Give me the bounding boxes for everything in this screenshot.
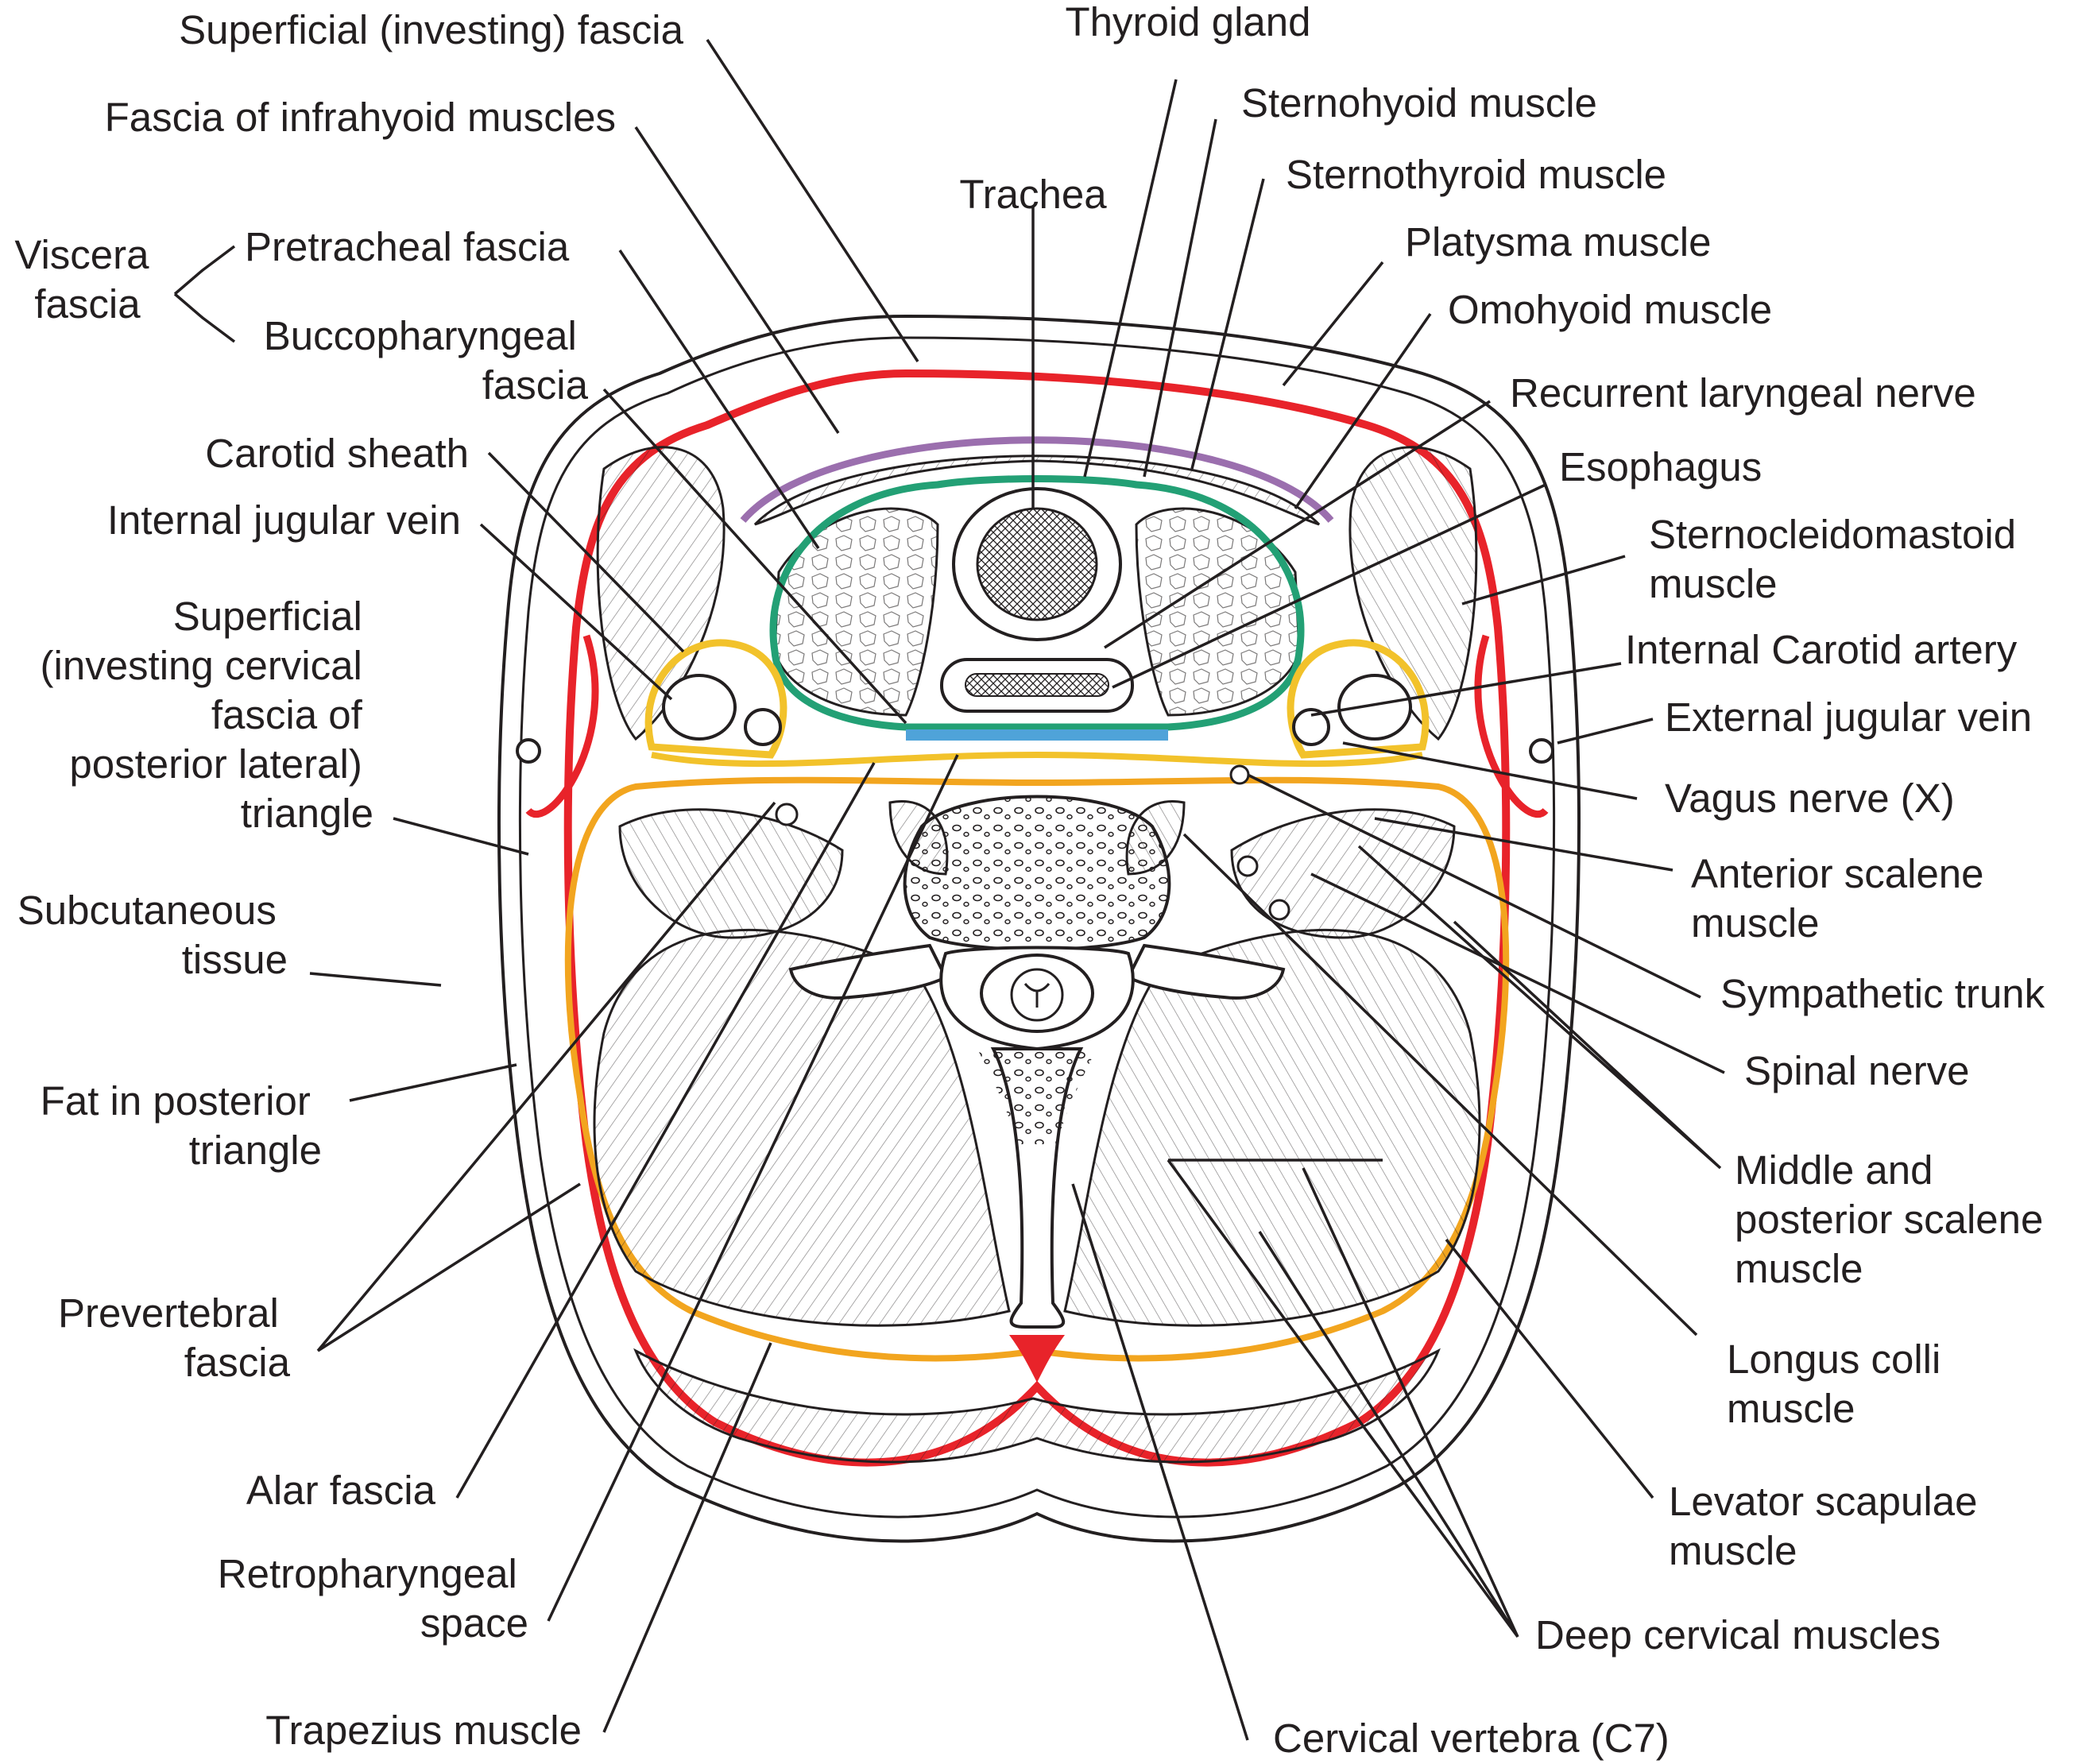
external-jugular-left: [516, 738, 541, 764]
vertebral-body: [903, 795, 1171, 951]
label-platysma-muscle: Platysma muscle: [1405, 219, 1711, 265]
spinous-bone-texture: [977, 1049, 1097, 1144]
anatomy-illustration: [497, 314, 1581, 1543]
vagus-left: [775, 803, 799, 826]
spinal-cord-grey: [1023, 983, 1051, 1008]
label-retropharyngeal-space: Retropharyngeal space: [218, 1551, 528, 1646]
label-sympathetic-trunk: Sympathetic trunk: [1720, 971, 2045, 1016]
carotid-artery-left: [744, 708, 782, 746]
investing-fascia-left-septum: [525, 634, 599, 818]
label-middle-posterior-scalene: Middle and posterior scalene muscle: [1735, 1147, 2055, 1291]
scalene-left: [618, 808, 844, 939]
thyroid-left-lobe: [773, 507, 939, 717]
thyroid-right-lobe: [1135, 507, 1301, 717]
investing-yellow-band: [651, 751, 1423, 768]
label-deep-cervical-muscles: Deep cervical muscles: [1535, 1612, 1941, 1658]
label-subcutaneous-tissue: Subcutaneous tissue: [17, 888, 288, 982]
vagus-right: [1229, 764, 1250, 785]
label-viscera-fascia: Viscera fascia: [14, 232, 160, 327]
strap-muscles: [753, 455, 1321, 526]
internal-jugular-vein-right: [1337, 674, 1412, 741]
infrahyoid-fascia: [740, 436, 1334, 523]
trachea-lumen: [976, 507, 1098, 621]
label-trapezius-muscle: Trapezius muscle: [265, 1708, 582, 1753]
esophagus-lumen: [965, 673, 1109, 697]
label-internal-carotid-artery: Internal Carotid artery: [1625, 627, 2018, 672]
label-levator-scapulae-muscle: Levator scapulae muscle: [1669, 1479, 1989, 1573]
pretracheal-fascia: [769, 475, 1305, 731]
internal-jugular-vein-left: [662, 674, 737, 741]
label-esophagus: Esophagus: [1559, 444, 1762, 489]
trapezius-band: [633, 1348, 1441, 1464]
label-spinal-nerve: Spinal nerve: [1744, 1048, 1970, 1093]
labels: Superficial (investing) fascia Fascia of…: [14, 0, 2055, 1761]
label-cervical-vertebra: Cervical vertebra (C7): [1273, 1716, 1670, 1761]
label-fascia-infrahyoid: Fascia of infrahyoid muscles: [105, 95, 616, 140]
label-carotid-sheath: Carotid sheath: [205, 431, 469, 476]
label-external-jugular-vein: External jugular vein: [1665, 694, 2032, 740]
label-buccopharyngeal-fascia: Buccopharyngeal fascia: [264, 313, 589, 408]
label-sternocleidomastoid-muscle: Sternocleidomastoid muscle: [1649, 512, 2027, 606]
label-sternohyoid-muscle: Sternohyoid muscle: [1241, 80, 1597, 126]
external-jugular-right: [1529, 738, 1554, 764]
label-vagus-nerve: Vagus nerve (X): [1665, 776, 1955, 821]
carotid-sheath-right: [1287, 639, 1430, 759]
sternocleidomastoid-left: [596, 446, 726, 741]
leader-lines: [173, 39, 1725, 1741]
carotid-sheath-left: [644, 639, 787, 759]
sympathetic-right: [1236, 855, 1259, 877]
label-alar-fascia: Alar fascia: [246, 1468, 436, 1513]
transverse-process-right: [1126, 943, 1286, 1000]
sternocleidomastoid-right: [1348, 446, 1478, 741]
label-omohyoid-muscle: Omohyoid muscle: [1448, 287, 1772, 332]
label-thyroid-gland: Thyroid gland: [1065, 0, 1310, 44]
label-prevertebral-fascia: Prevertebral fascia: [58, 1290, 291, 1385]
label-sternothyroid-muscle: Sternothyroid muscle: [1286, 152, 1666, 197]
label-fat-posterior-triangle: Fat in posterior triangle: [41, 1078, 322, 1173]
label-trachea: Trachea: [959, 172, 1107, 217]
carotid-artery-right: [1292, 708, 1330, 746]
label-superficial-posterior-triangle: Superficial (investing cervical fascia o…: [41, 594, 373, 836]
subcutaneous-line: [518, 336, 1556, 1518]
nuchal-fascia: [1009, 1335, 1065, 1383]
label-pretracheal-fascia: Pretracheal fascia: [245, 224, 570, 269]
spinal-nerve-right: [1268, 899, 1290, 921]
label-recurrent-laryngeal-nerve: Recurrent laryngeal nerve: [1510, 370, 1976, 416]
label-anterior-scalene-muscle: Anterior scalene muscle: [1691, 851, 1995, 946]
label-longus-colli-muscle: Longus colli muscle: [1727, 1337, 1952, 1431]
label-superficial-investing-fascia: Superficial (investing) fascia: [179, 7, 684, 52]
label-internal-jugular-vein: Internal jugular vein: [107, 497, 461, 543]
